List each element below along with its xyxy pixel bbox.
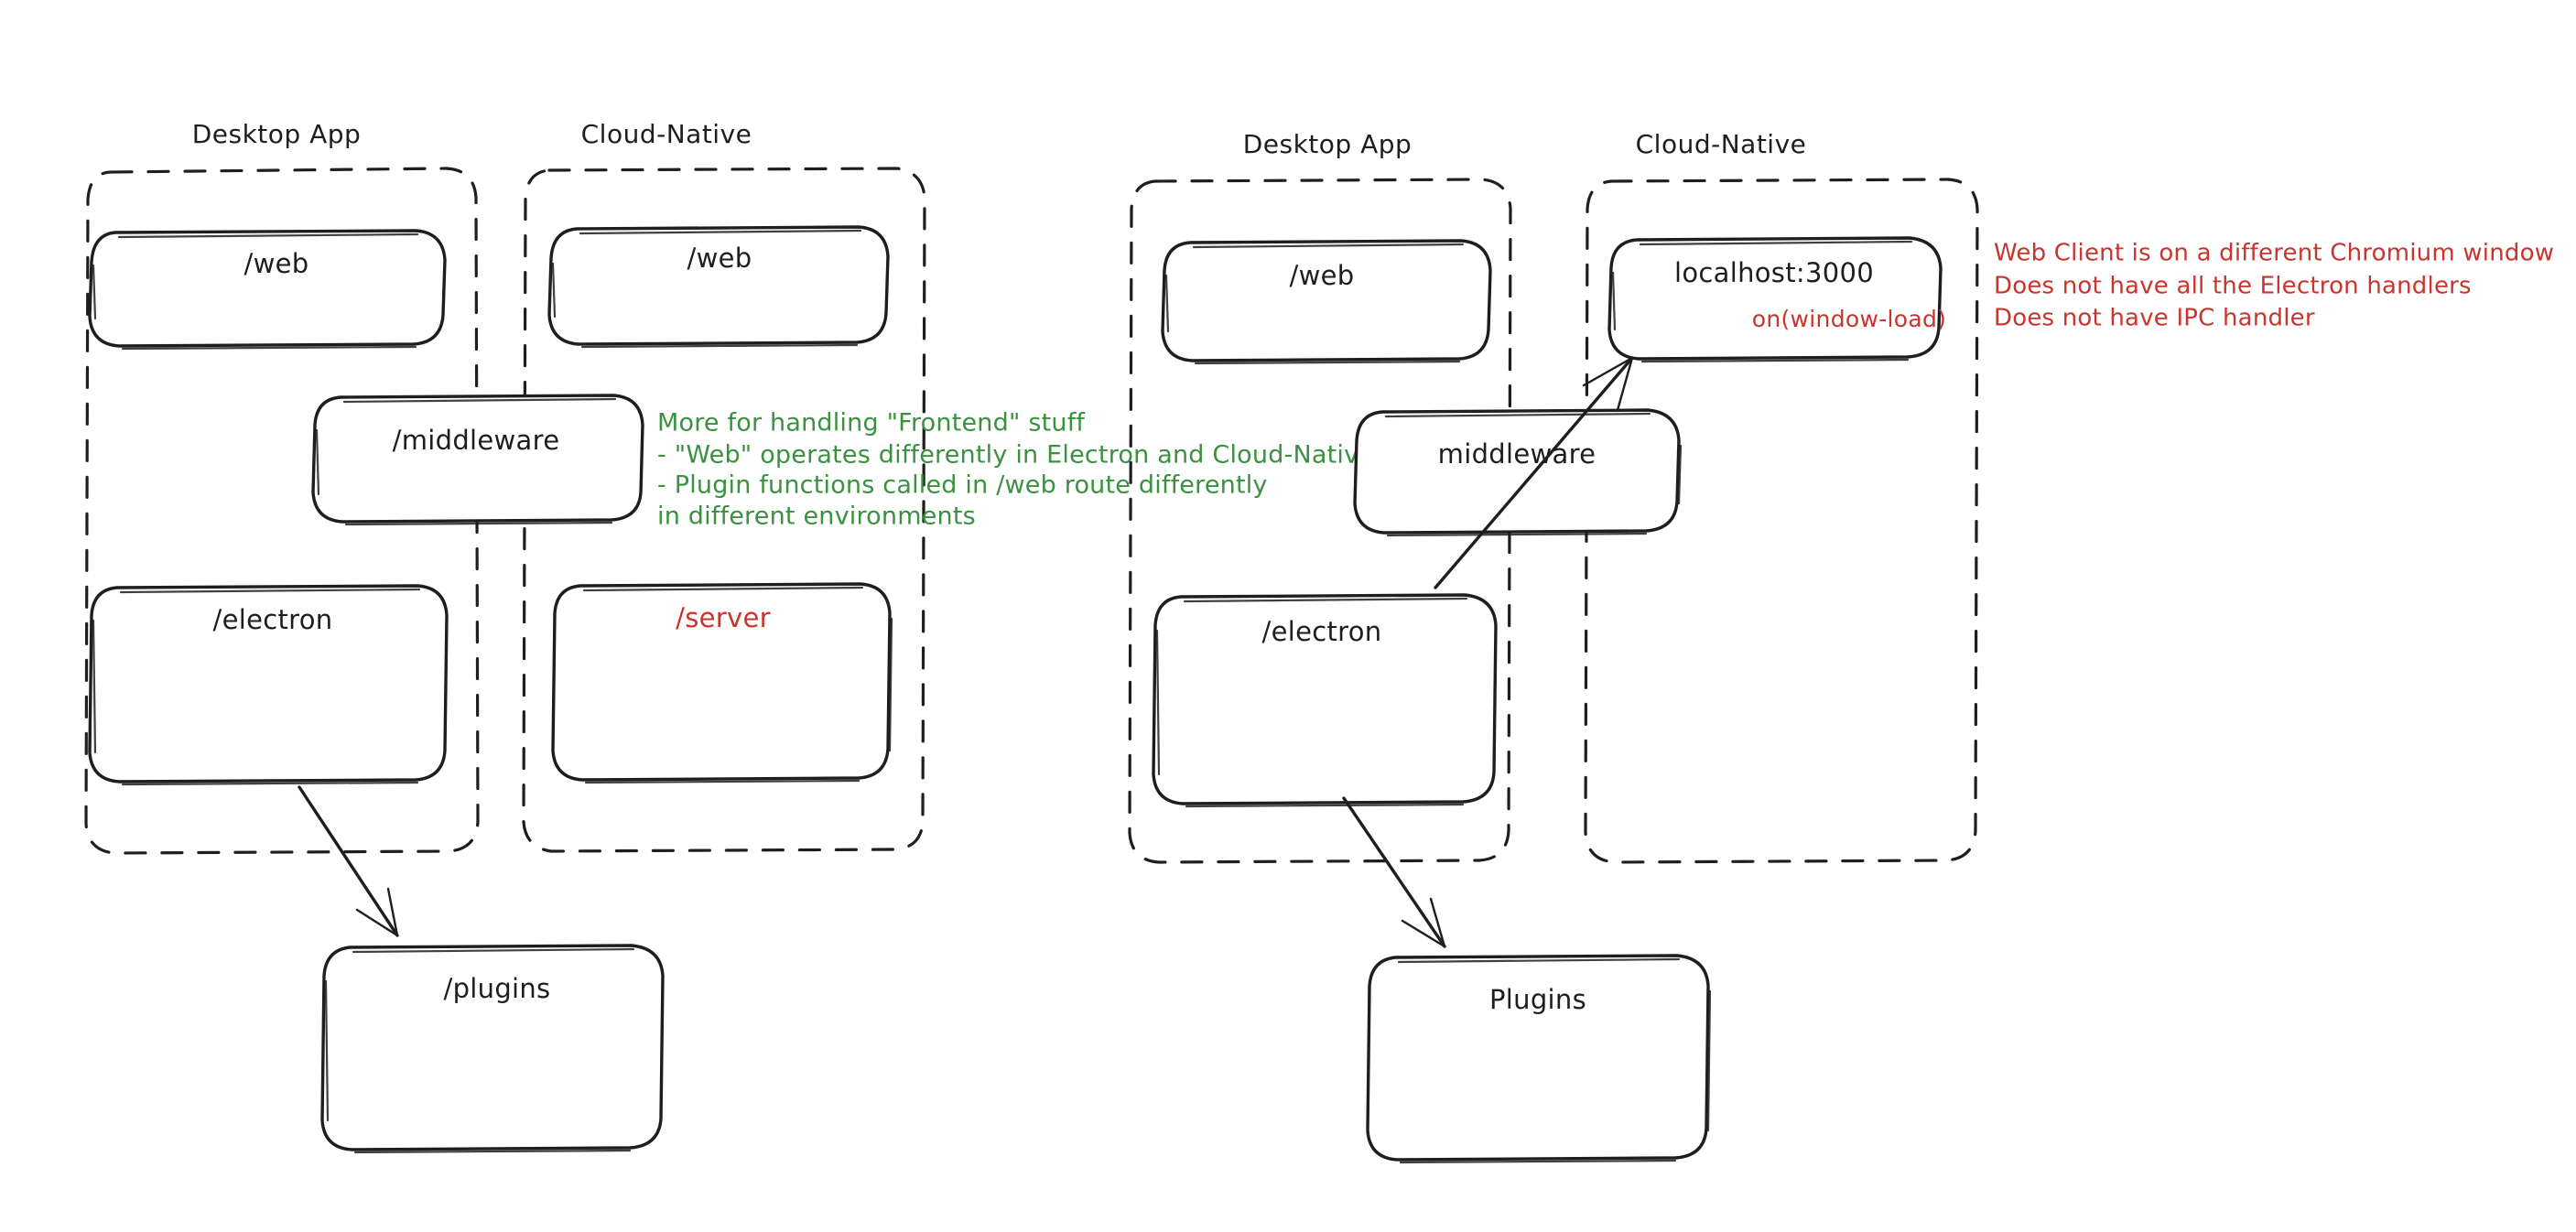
node-shape-sketch-overlay (1164, 243, 1465, 365)
node-shape (320, 944, 665, 1151)
node-label: localhost:3000 (1674, 257, 1874, 288)
node-left-desktop-web[interactable]: /web (88, 229, 447, 351)
group-label-desktop-app: Desktop App (1243, 129, 1412, 159)
node-label: /server (676, 602, 771, 633)
green-note-line-4: in different environments (657, 503, 976, 531)
node-left-electron[interactable]: /electron (88, 584, 449, 786)
node-label: Plugins (1489, 984, 1586, 1015)
green-note[interactable]: More for handling "Frontend" stuff - "We… (657, 409, 1374, 531)
red-note-line-3: Does not have IPC handler (1994, 305, 2315, 332)
node-left-cloud-web[interactable]: /web (547, 225, 890, 349)
node-right-electron[interactable]: /electron (1152, 593, 1498, 808)
node-shape (311, 394, 644, 524)
group-left-cloud-native[interactable]: Cloud-Native (522, 119, 926, 853)
green-note-line-2: - "Web" operates differently in Electron… (657, 441, 1374, 470)
node-shape-sketch-overlay (92, 232, 419, 351)
node-shape (547, 225, 890, 346)
node-shape-sketch-overlay (1384, 412, 1683, 537)
arrow-right-electron-to-localhost (1434, 356, 1634, 589)
node-right-localhost[interactable]: localhost:3000 on(window-load) (1607, 236, 1946, 363)
node-shape-sketch-overlay (551, 229, 862, 349)
node-shape (88, 584, 449, 784)
node-shape-sketch-overlay (1397, 957, 1712, 1164)
red-note-line-2: Does not have all the Electron handlers (1994, 273, 2472, 300)
group-outline-desktop-app (1128, 178, 1512, 864)
node-label: middleware (1438, 438, 1596, 470)
node-label: /web (1290, 260, 1355, 291)
node-shape-sketch-overlay (582, 586, 893, 784)
node-right-middleware[interactable]: middleware (1353, 408, 1683, 537)
arrow-right-electron-to-plugins (1342, 796, 1446, 948)
left-diagram: Desktop App Cloud-Native /web /web /midd… (84, 119, 926, 1154)
node-sub-label: on(window-load) (1752, 306, 1946, 332)
node-left-middleware[interactable]: /middleware (311, 394, 644, 526)
node-shape-sketch-overlay (1611, 240, 1913, 363)
group-outline-cloud-native (522, 167, 926, 853)
group-label-cloud-native: Cloud-Native (581, 119, 752, 149)
node-right-plugins[interactable]: Plugins (1366, 954, 1712, 1164)
red-note[interactable]: Web Client is on a different Chromium wi… (1994, 240, 2554, 332)
node-shape (88, 229, 447, 348)
node-right-desktop-web[interactable]: /web (1161, 239, 1492, 365)
group-label-cloud-native: Cloud-Native (1636, 129, 1807, 159)
group-left-desktop-app[interactable]: Desktop App (84, 119, 480, 855)
node-label: /plugins (444, 973, 551, 1004)
node-shape (1353, 408, 1681, 535)
node-shape-sketch-overlay (315, 397, 617, 526)
node-label: /electron (213, 604, 333, 635)
right-diagram: Desktop App Cloud-Native /web localhost:… (1128, 129, 1979, 1164)
node-shape (1607, 236, 1943, 361)
node-shape-sketch-overlay (92, 588, 421, 786)
node-left-plugins[interactable]: /plugins (320, 944, 665, 1154)
node-left-server[interactable]: /server (551, 582, 893, 784)
group-outline-desktop-app (84, 167, 480, 855)
node-label: /middleware (393, 425, 560, 456)
group-label-desktop-app: Desktop App (192, 119, 362, 149)
node-shape (1152, 593, 1498, 805)
red-note-line-1: Web Client is on a different Chromium wi… (1994, 240, 2554, 267)
node-label: /electron (1262, 616, 1382, 647)
node-shape (551, 582, 892, 782)
group-right-cloud-native[interactable]: Cloud-Native (1584, 129, 1979, 864)
node-label: /web (244, 248, 309, 279)
arrow-left-electron-to-plugins (298, 785, 399, 937)
group-right-desktop-app[interactable]: Desktop App (1128, 129, 1512, 864)
green-note-line-3: - Plugin functions called in /web route … (657, 471, 1268, 500)
node-shape (1366, 954, 1710, 1162)
green-note-line-1: More for handling "Frontend" stuff (657, 409, 1086, 438)
node-label: /web (687, 243, 752, 274)
node-shape (1161, 239, 1492, 362)
node-shape-sketch-overlay (1155, 597, 1468, 808)
node-shape-sketch-overlay (324, 947, 635, 1154)
group-outline-cloud-native (1584, 178, 1979, 864)
